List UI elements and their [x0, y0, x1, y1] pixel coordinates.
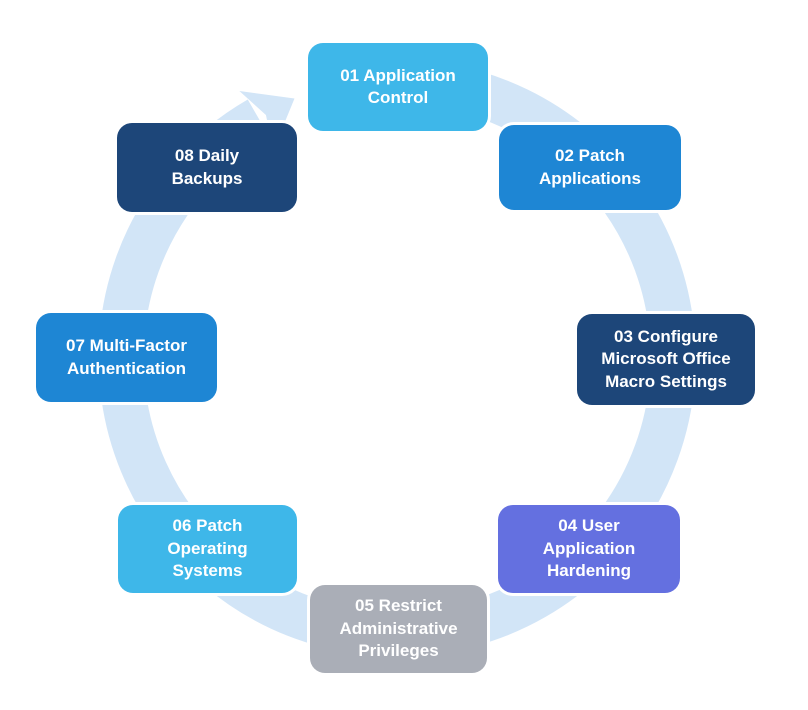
step-box-05-restrict-administrative-privileges: 05 Restrict Administrative Privileges [310, 585, 487, 673]
step-box-01-application-control: 01 Application Control [308, 43, 488, 131]
step-box-04-user-application-hardening: 04 User Application Hardening [498, 505, 680, 593]
step-box-02-patch-applications: 02 Patch Applications [499, 125, 681, 210]
step-box-08-daily-backups: 08 Daily Backups [117, 123, 297, 212]
step-box-06-patch-operating-systems: 06 Patch Operating Systems [118, 505, 297, 593]
step-box-07-multi-factor-authentication: 07 Multi-Factor Authentication [36, 313, 217, 402]
step-box-03-configure-office-macro-settings: 03 Configure Microsoft Office Macro Sett… [577, 314, 755, 405]
